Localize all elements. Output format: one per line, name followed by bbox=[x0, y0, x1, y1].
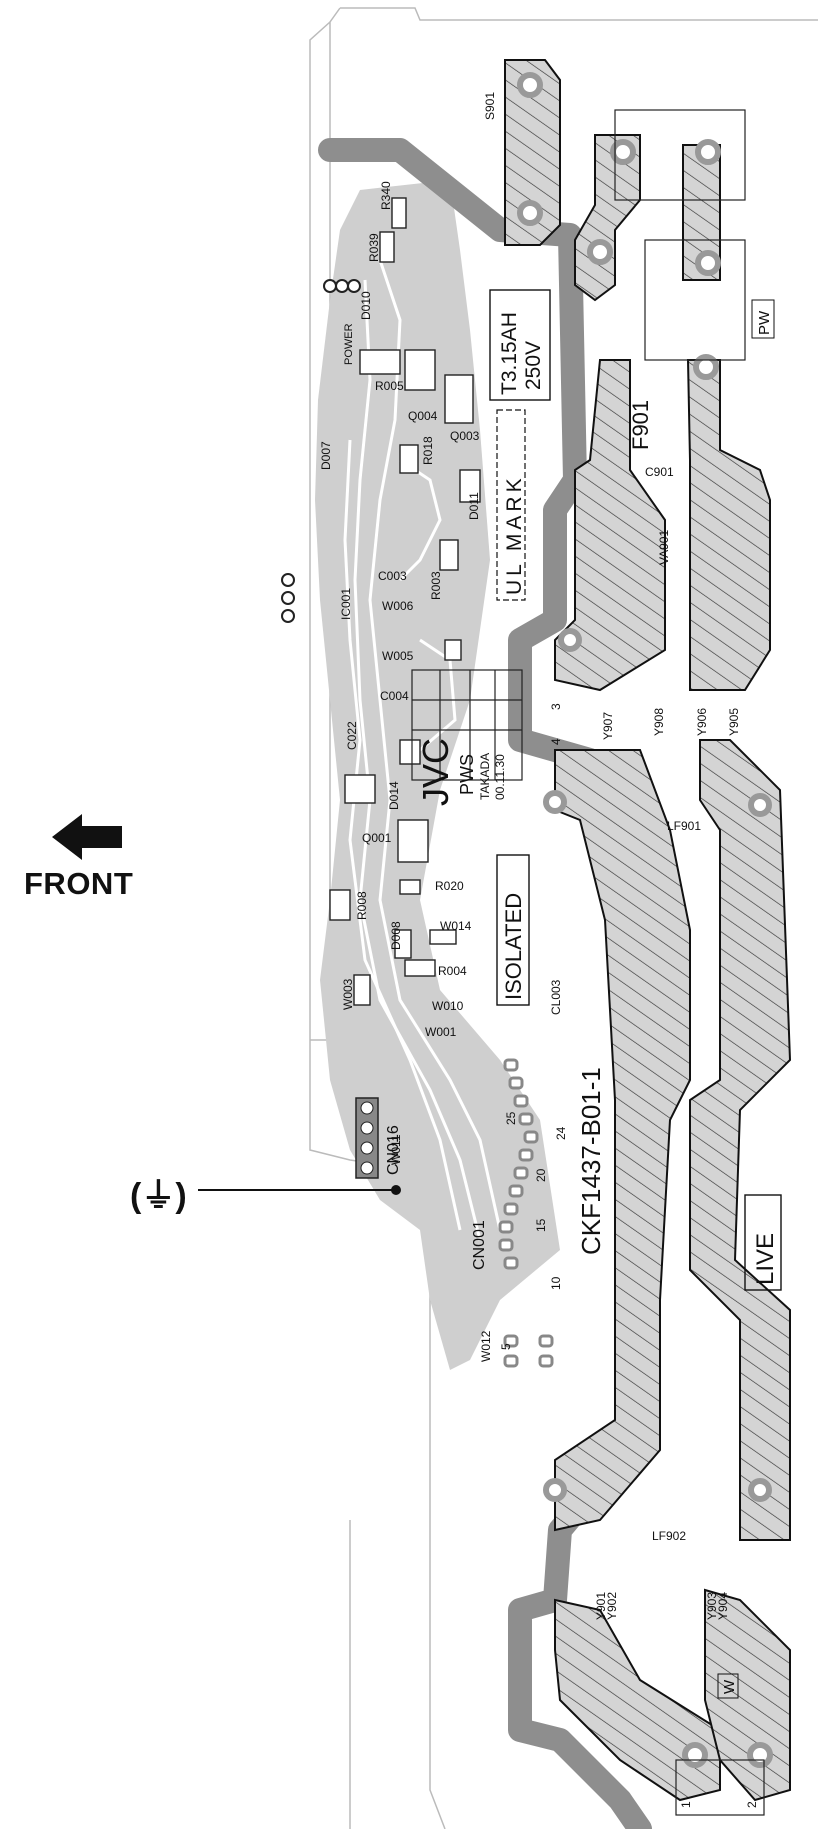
ref-y901: Y901 bbox=[594, 1592, 608, 1620]
ref-cl003: CL003 bbox=[549, 979, 563, 1015]
live-label: LIVE bbox=[752, 1233, 779, 1285]
ref-w014: W014 bbox=[440, 919, 472, 933]
ref-ic001: IC001 bbox=[339, 588, 353, 620]
pw-box bbox=[751, 299, 775, 339]
pin-number: 15 bbox=[534, 1218, 548, 1232]
ref-q003: Q003 bbox=[450, 429, 480, 443]
ref-r020: R020 bbox=[435, 879, 464, 893]
ref-c022: C022 bbox=[345, 721, 359, 750]
isolated-box bbox=[496, 854, 530, 1006]
cn016-connector bbox=[355, 1097, 379, 1179]
copper-live-bus bbox=[689, 739, 792, 1541]
pin-number: 4 bbox=[549, 738, 563, 745]
ref-lf901: LF901 bbox=[667, 819, 701, 833]
pin-numbers: 1 2 3 4 5 10 15 20 24 25 bbox=[499, 703, 759, 1808]
ref-y906: Y906 bbox=[695, 708, 709, 736]
ref-y904: Y904 bbox=[716, 1592, 730, 1620]
ref-y908: Y908 bbox=[652, 708, 666, 736]
brand-logo-text: JVC bbox=[415, 738, 456, 806]
pin-number: 20 bbox=[534, 1168, 548, 1182]
ref-w005: W005 bbox=[382, 649, 414, 663]
pw-label: PW bbox=[756, 310, 773, 335]
ref-w011: W011 bbox=[389, 1134, 403, 1165]
ref-y902: Y902 bbox=[605, 1592, 619, 1620]
power-label: POWER bbox=[343, 323, 355, 365]
outlines bbox=[411, 109, 765, 1816]
ref-r018: R018 bbox=[421, 436, 435, 465]
live-box bbox=[744, 1194, 782, 1291]
w-label: W bbox=[721, 1679, 738, 1694]
front-label: FRONT bbox=[24, 866, 134, 901]
fuse-rating-line-1: T3.15AH bbox=[498, 312, 521, 395]
ref-y907: Y907 bbox=[601, 712, 615, 740]
ref-y905: Y905 bbox=[727, 708, 741, 736]
stamp-line-3: 00.11.30 bbox=[493, 754, 507, 800]
ref-y903: Y903 bbox=[705, 1592, 719, 1620]
ref-s901: S901 bbox=[483, 92, 497, 120]
signal-traces bbox=[315, 180, 560, 1370]
ref-r005: R005 bbox=[375, 379, 404, 393]
pin-number: 25 bbox=[504, 1111, 518, 1125]
stamp-line-2: TAKADA bbox=[478, 753, 492, 800]
ref-c003: C003 bbox=[378, 569, 407, 583]
cn016-label: CN016 bbox=[385, 1125, 402, 1175]
ref-c004: C004 bbox=[380, 689, 409, 703]
copper-bottom-left bbox=[554, 1598, 721, 1802]
components bbox=[329, 197, 481, 1006]
ul-mark-box bbox=[496, 409, 526, 601]
pin-number: 10 bbox=[549, 1276, 563, 1290]
ref-w001: W001 bbox=[425, 1025, 457, 1039]
w-box bbox=[717, 1673, 739, 1699]
fuse-ref-label: F901 bbox=[628, 400, 653, 450]
ref-d010: D010 bbox=[359, 291, 373, 320]
ref-d014: D014 bbox=[387, 781, 401, 810]
pin-number: 5 bbox=[499, 1343, 513, 1350]
copper-s901 bbox=[504, 59, 561, 246]
ground-point bbox=[391, 1185, 401, 1195]
ref-d007: D007 bbox=[319, 441, 333, 470]
pin-number: 24 bbox=[554, 1126, 568, 1140]
stamp-line-1: PWS bbox=[457, 754, 477, 795]
ref-w006: W006 bbox=[382, 599, 414, 613]
front-arrow-icon bbox=[52, 814, 122, 860]
pads bbox=[517, 72, 773, 1768]
ref-c901: C901 bbox=[645, 465, 674, 479]
copper-f901-lower-left bbox=[554, 359, 666, 692]
ground-symbol-label: (⏚) bbox=[130, 1177, 187, 1215]
ref-d008: D008 bbox=[389, 921, 403, 950]
pin-number: 3 bbox=[549, 703, 563, 710]
ref-lf902: LF902 bbox=[652, 1529, 686, 1543]
cn001-pins bbox=[498, 1058, 554, 1368]
ref-r039: R039 bbox=[367, 233, 381, 262]
part-number: CKF1437-B01-1 bbox=[576, 1067, 606, 1255]
fuse-rating-line-2: 250V bbox=[522, 341, 545, 390]
copper-isolated-bus bbox=[554, 749, 691, 1532]
isolated-label: ISOLATED bbox=[501, 893, 526, 1000]
ul-mark-label: UL MARK bbox=[503, 474, 526, 595]
pin-number: 1 bbox=[679, 1801, 693, 1808]
ref-w003: W003 bbox=[341, 978, 355, 1010]
ref-r340: R340 bbox=[379, 181, 393, 210]
cn001-label: CN001 bbox=[471, 1220, 488, 1270]
pin-number: 2 bbox=[745, 1801, 759, 1808]
ref-q004: Q004 bbox=[408, 409, 438, 423]
ref-w010: W010 bbox=[432, 999, 464, 1013]
ref-r003: R003 bbox=[429, 571, 443, 600]
copper-pw2 bbox=[686, 359, 771, 691]
ref-r004: R004 bbox=[438, 964, 467, 978]
ref-w012: W012 bbox=[479, 1330, 493, 1362]
ic001-pins bbox=[281, 279, 361, 623]
ref-q001: Q001 bbox=[362, 831, 392, 845]
ref-d011: D011 bbox=[467, 492, 481, 520]
fuse-rating-box bbox=[489, 289, 551, 401]
ref-r008: R008 bbox=[355, 891, 369, 920]
ref-va901: VA901 bbox=[657, 530, 671, 565]
